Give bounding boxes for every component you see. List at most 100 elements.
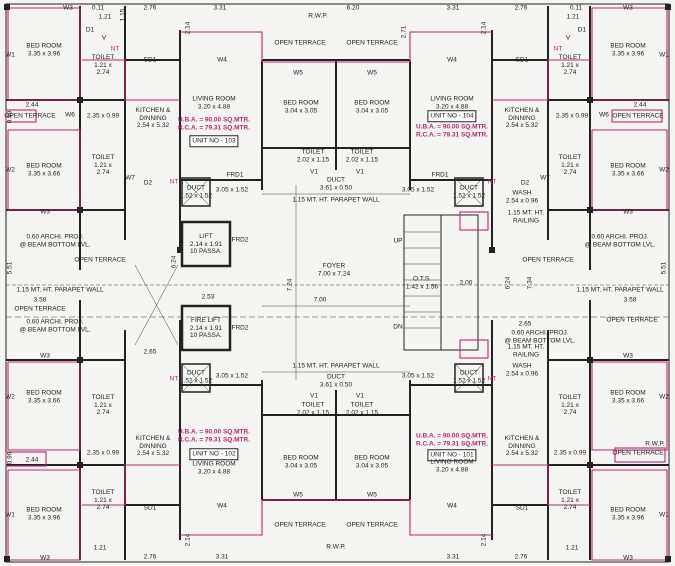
dim-top-v2: 2.14: [480, 21, 488, 35]
mark-frd2-1: FRD2: [231, 236, 249, 244]
stair-up-label: UP: [393, 237, 403, 245]
unit-no-101: UNIT NO - 101: [427, 449, 477, 461]
mark-nt-5: NT: [110, 45, 120, 53]
mark-w1-3: W1: [5, 511, 15, 519]
dim-mid-l: 3.58: [33, 296, 47, 304]
dim-mid-624l: 6.24: [170, 255, 178, 269]
mark-v1-4: V1: [356, 392, 364, 400]
mark-w3-6: W3: [623, 352, 633, 360]
dim-244-tr: 2.44: [633, 101, 647, 109]
mark-w5-1: W5: [293, 69, 303, 77]
mark-d2-1: D2: [143, 179, 153, 187]
mark-w3-5: W3: [40, 352, 50, 360]
dim-bot-3: 3.31: [215, 553, 229, 561]
mark-w3-3: W3: [40, 208, 50, 216]
rwp-top: R.W.P.: [308, 12, 328, 20]
open-terrace-l2: OPEN TERRACE: [14, 305, 66, 313]
open-terrace-r1: OPEN TERRACE: [522, 256, 574, 264]
mark-w4-2: W4: [447, 56, 457, 64]
dim-top-v3: 2.71: [400, 25, 408, 39]
mark-v1-3: V1: [310, 392, 318, 400]
rwp-bottom: R.W.P.: [326, 543, 346, 551]
stair-dn-label: DN: [393, 323, 403, 331]
dim-top-3: 3.31: [213, 4, 227, 12]
mark-nt-6: NT: [553, 45, 563, 53]
dim-top-8: 0.11: [569, 4, 583, 12]
mark-w7-2: W7: [540, 174, 550, 182]
dim-235-tl: 2.35 x 0.99: [86, 112, 120, 120]
dim-bot-4: 3.31: [446, 553, 460, 561]
parapet-top: 1.15 MT. HT. PARAPET WALL: [292, 196, 380, 204]
railing-top: 1.15 MT. HT.RAILING: [507, 209, 545, 225]
dim-mid-624r: 6.24: [504, 276, 512, 290]
open-terrace-s1: OPEN TERRACE: [4, 112, 56, 120]
corridor-tr: 3.05 x 1.52: [401, 186, 435, 194]
mark-frd1-1: FRD1: [226, 171, 244, 179]
open-terrace-s3: OPEN TERRACE: [612, 449, 664, 457]
archi-proj-mr: 0.60 ARCHI. PROJ.@ BEAM BOTTOM LVL.: [504, 329, 576, 345]
mark-w3-8: W3: [623, 554, 633, 562]
dim-top-1: 1.21: [98, 13, 112, 21]
mark-frd1-2: FRD1: [431, 171, 449, 179]
dim-top-4: 6.20: [346, 4, 360, 12]
unit-info-102: U.B.A. = 90.00 SQ.MTR.R.C.A. = 79.31 SQ.…: [177, 428, 251, 444]
mark-w5-2: W5: [367, 69, 377, 77]
mark-w6-1: W6: [65, 111, 75, 119]
mark-frd2-2: FRD2: [231, 324, 249, 332]
corridor-br: 3.05 x 1.52: [401, 372, 435, 380]
stair-width: 2.00: [459, 279, 473, 287]
dim-mid-r: 3.58: [623, 296, 637, 304]
corridor-bl: 3.05 x 1.52: [215, 372, 249, 380]
open-terrace-t1: OPEN TERRACE: [274, 39, 326, 47]
mark-nt-3: NT: [169, 375, 179, 383]
dim-235-bl: 2.35 x 0.99: [86, 449, 120, 457]
mark-w1-1: W1: [5, 51, 15, 59]
mark-w3-2: W3: [623, 4, 633, 12]
dim-mid-265r: 2.65: [518, 320, 532, 328]
dim-mid-551l: 5.51: [6, 261, 14, 275]
dim-top-v4: 1.15: [119, 8, 127, 22]
dim-top-6: 2.76: [514, 4, 528, 12]
dim-mid-265l: 2.65: [143, 348, 157, 356]
corridor-tl: 3.05 x 1.52: [215, 186, 249, 194]
open-terrace-b1: OPEN TERRACE: [274, 521, 326, 529]
open-terrace-l1: OPEN TERRACE: [74, 256, 126, 264]
rwp-right: R.W.P.: [645, 440, 665, 448]
mark-w2-2: W2: [659, 166, 669, 174]
mark-nt-4: NT: [487, 375, 497, 383]
archi-proj-tl: 0.60 ARCHI. PROJ.@ BEAM BOTTOM LVL.: [19, 233, 91, 249]
mark-w5-3: W5: [293, 491, 303, 499]
mark-sd1-3: SD1: [143, 504, 157, 512]
unit-no-103: UNIT NO - 103: [189, 135, 239, 147]
railing-bottom: 1.15 MT. HT.RAILING: [507, 343, 545, 359]
unit-no-104: UNIT NO - 104: [427, 110, 477, 122]
foyer-width: 7.00: [313, 296, 327, 304]
dim-mid-734: 7.34: [526, 276, 534, 290]
mark-sd1-4: SD1: [515, 504, 529, 512]
archi-proj-tr: 0.60 ARCHI. PROJ.@ BEAM BOTTOM LVL.: [584, 233, 656, 249]
